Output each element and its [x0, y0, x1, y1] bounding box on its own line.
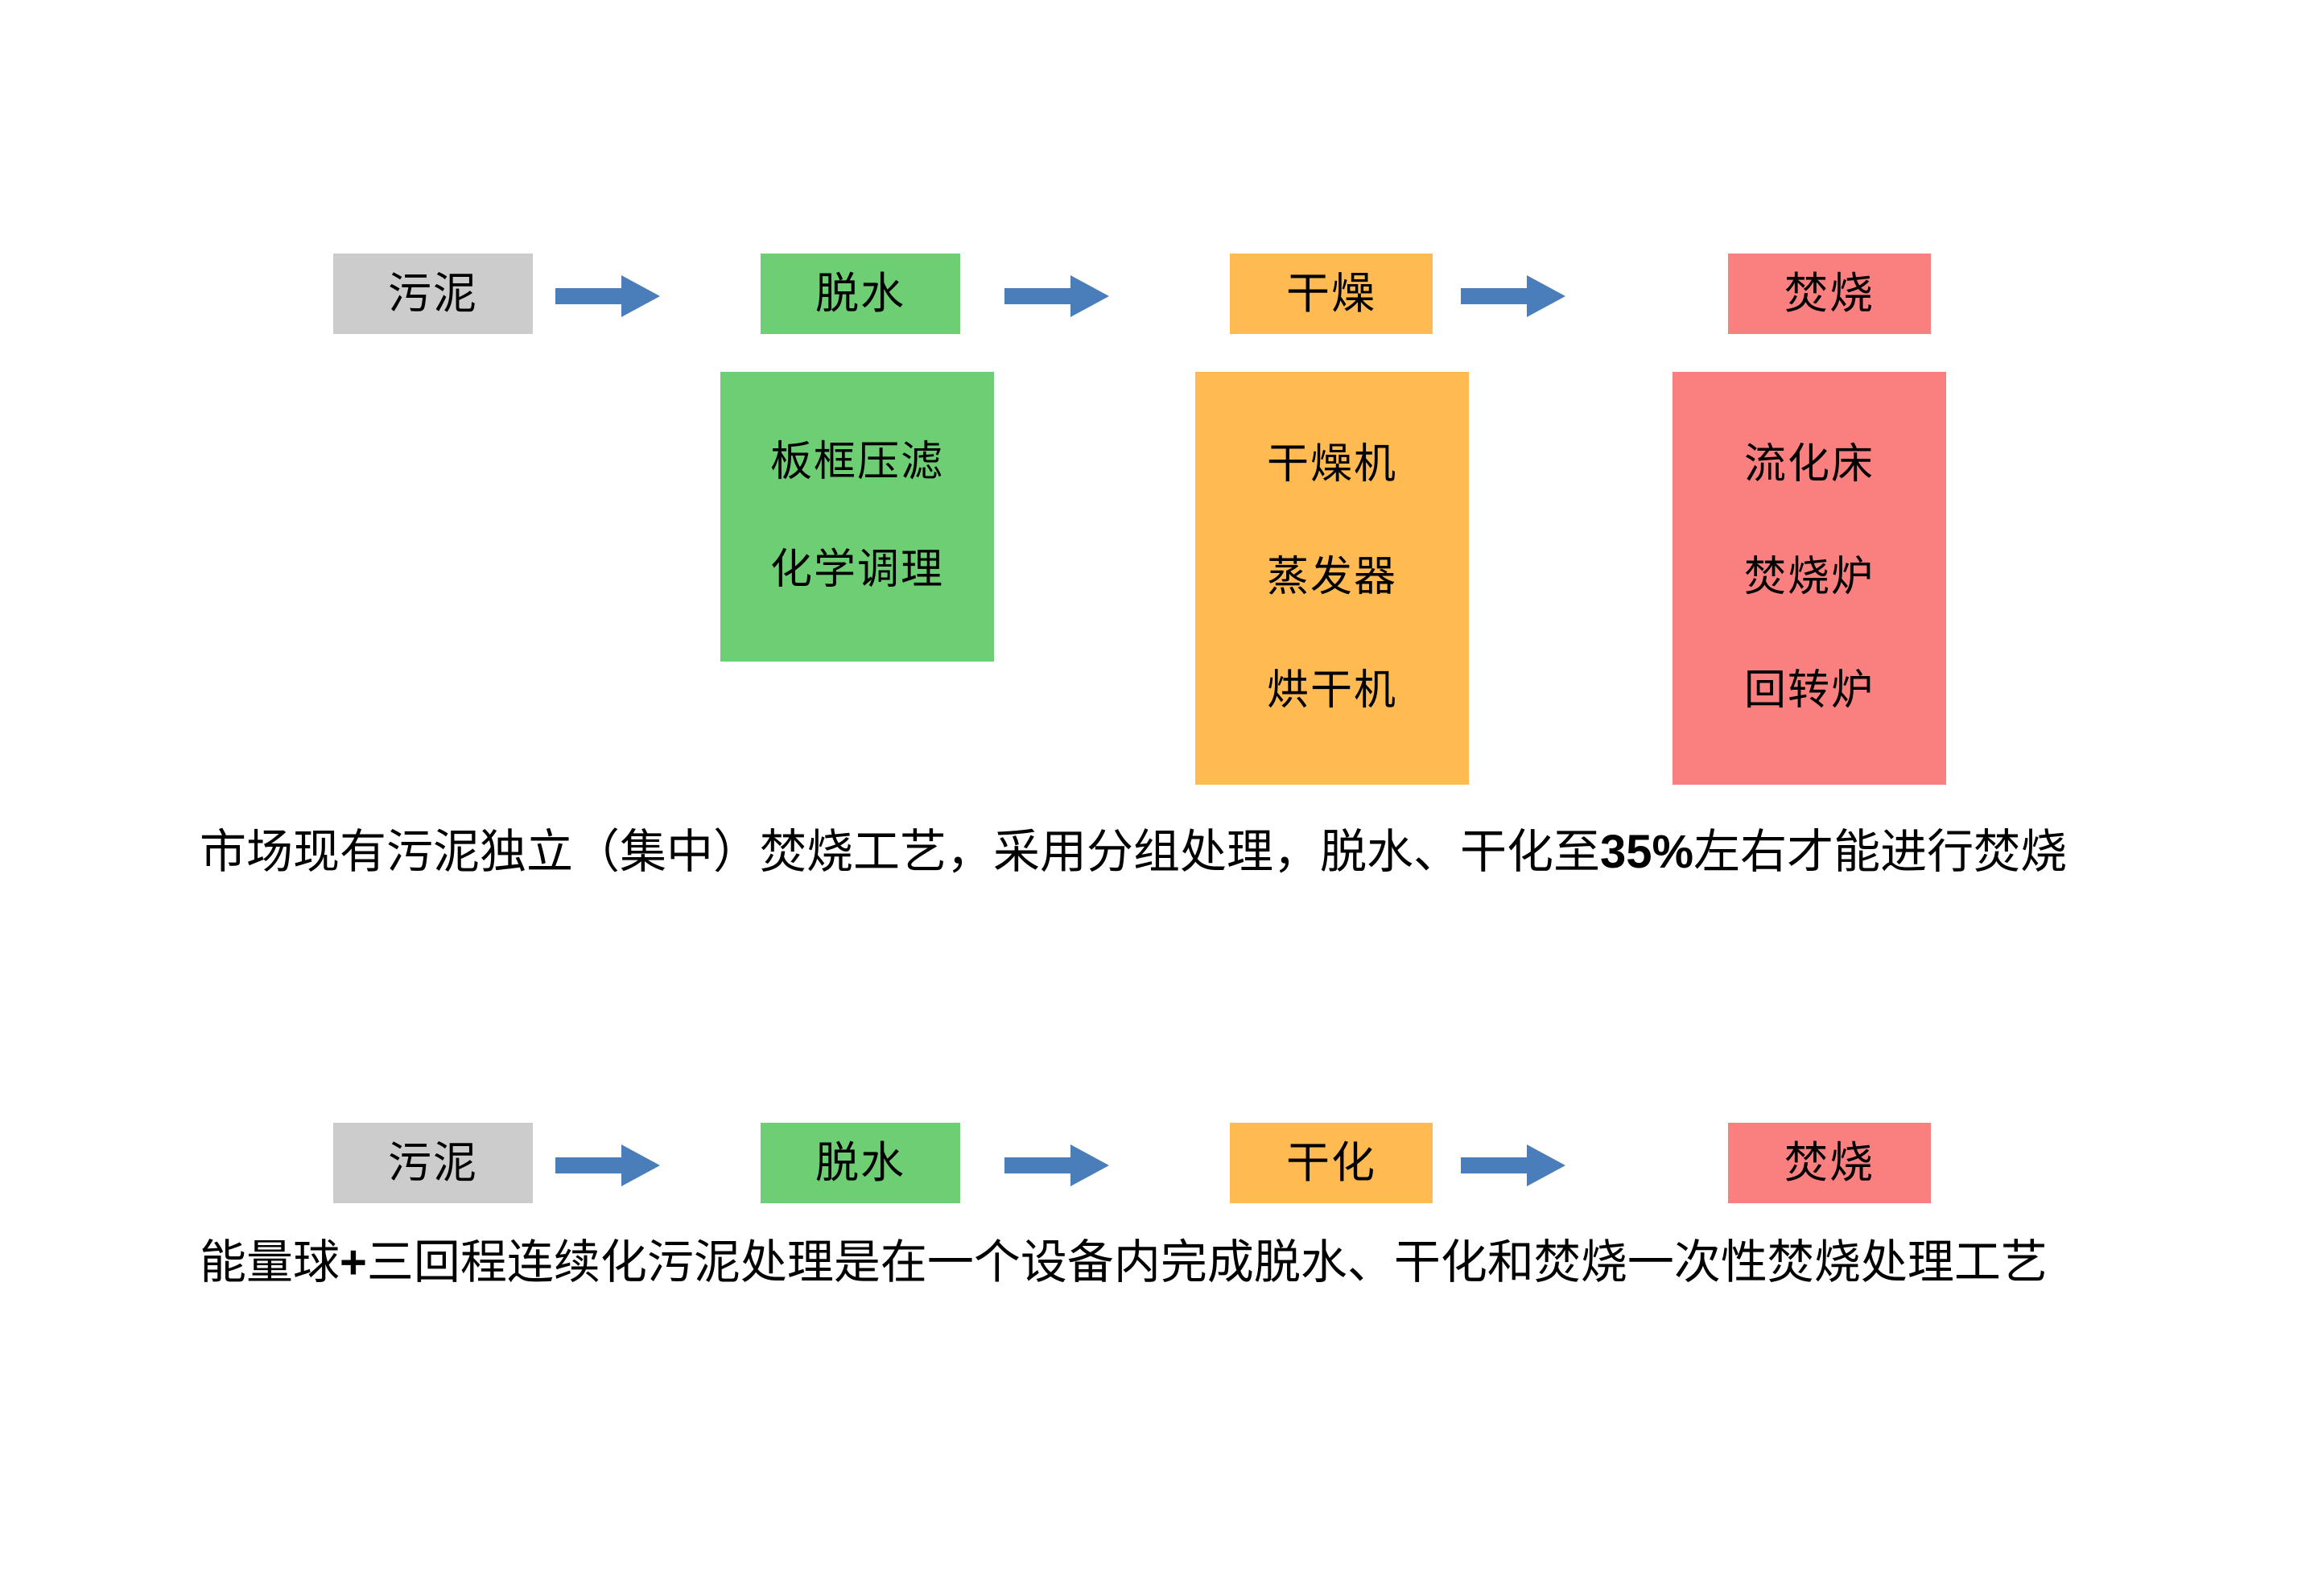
top-stage-dewater-head[interactable]: 脱水 — [761, 254, 960, 334]
bottom-stage-dewater-head[interactable]: 脱水 — [761, 1123, 960, 1203]
bottom-stage-incineration-head[interactable]: 焚烧 — [1728, 1123, 1931, 1203]
top-stage-dewater-label: 脱水 — [815, 270, 905, 318]
arrow-right-icon — [555, 1144, 660, 1186]
top-drying-detail-2: 蒸发器 — [1266, 555, 1397, 601]
bottom-stage-drying-head[interactable]: 干化 — [1230, 1123, 1433, 1203]
top-incineration-detail-1: 流化床 — [1743, 442, 1875, 489]
bottom-arrow-2 — [1004, 1143, 1109, 1188]
top-stage-incineration-label: 焚烧 — [1784, 270, 1875, 318]
top-drying-detail-3: 烘干机 — [1266, 667, 1397, 714]
top-incineration-detail-2: 焚烧炉 — [1743, 555, 1875, 601]
top-drying-detail-1: 干燥机 — [1266, 442, 1397, 489]
top-caption-prefix: 市场现有污泥独立（集中）焚烧工艺，采用分组处理，脱水、干化至 — [200, 826, 1601, 878]
top-stage-drying-body[interactable]: 干燥机 蒸发器 烘干机 — [1195, 372, 1469, 785]
top-stage-dewater-body[interactable]: 板框压滤 化学调理 — [720, 372, 994, 662]
bottom-caption-part2: 三回程连续化污泥处理是在一个设备内完成脱水、干化和焚烧一次性焚烧处理工艺 — [366, 1236, 2048, 1289]
top-flow-caption: 市场现有污泥独立（集中）焚烧工艺，采用分组处理，脱水、干化至35%左右才能进行焚… — [200, 827, 2067, 878]
top-dewater-detail-1: 板框压滤 — [769, 439, 944, 485]
top-arrow-3 — [1461, 274, 1565, 319]
top-stage-sludge-label: 污泥 — [388, 270, 478, 318]
arrow-right-icon — [555, 275, 660, 317]
top-arrow-1 — [555, 274, 660, 319]
bottom-arrow-3 — [1461, 1143, 1565, 1188]
top-dewater-detail-2: 化学调理 — [769, 547, 944, 593]
bottom-arrow-1 — [555, 1143, 660, 1188]
top-stage-drying-label: 干燥 — [1286, 270, 1376, 318]
bottom-stage-incineration-label: 焚烧 — [1784, 1139, 1875, 1187]
top-arrow-2 — [1004, 274, 1109, 319]
bottom-stage-dewater-label: 脱水 — [815, 1139, 905, 1187]
top-stage-drying-head[interactable]: 干燥 — [1230, 254, 1433, 334]
top-caption-suffix: 左右才能进行焚烧 — [1693, 826, 2068, 878]
bottom-stage-sludge-label: 污泥 — [388, 1139, 478, 1187]
arrow-right-icon — [1461, 275, 1565, 317]
arrow-right-icon — [1004, 1144, 1109, 1186]
top-stage-sludge-head[interactable]: 污泥 — [333, 254, 533, 334]
top-stage-incineration-head[interactable]: 焚烧 — [1728, 254, 1931, 334]
bottom-caption-plus: + — [340, 1236, 367, 1289]
top-incineration-detail-3: 回转炉 — [1743, 667, 1875, 714]
bottom-stage-sludge-head[interactable]: 污泥 — [333, 1123, 533, 1203]
bottom-flow-caption: 能量球+三回程连续化污泥处理是在一个设备内完成脱水、干化和焚烧一次性焚烧处理工艺 — [200, 1237, 2048, 1289]
arrow-right-icon — [1004, 275, 1109, 317]
top-stage-incineration-body[interactable]: 流化床 焚烧炉 回转炉 — [1673, 372, 1946, 785]
bottom-stage-drying-label: 干化 — [1286, 1139, 1376, 1187]
top-caption-highlight: 35% — [1600, 826, 1694, 878]
arrow-right-icon — [1461, 1144, 1565, 1186]
bottom-caption-part1: 能量球 — [200, 1236, 340, 1289]
